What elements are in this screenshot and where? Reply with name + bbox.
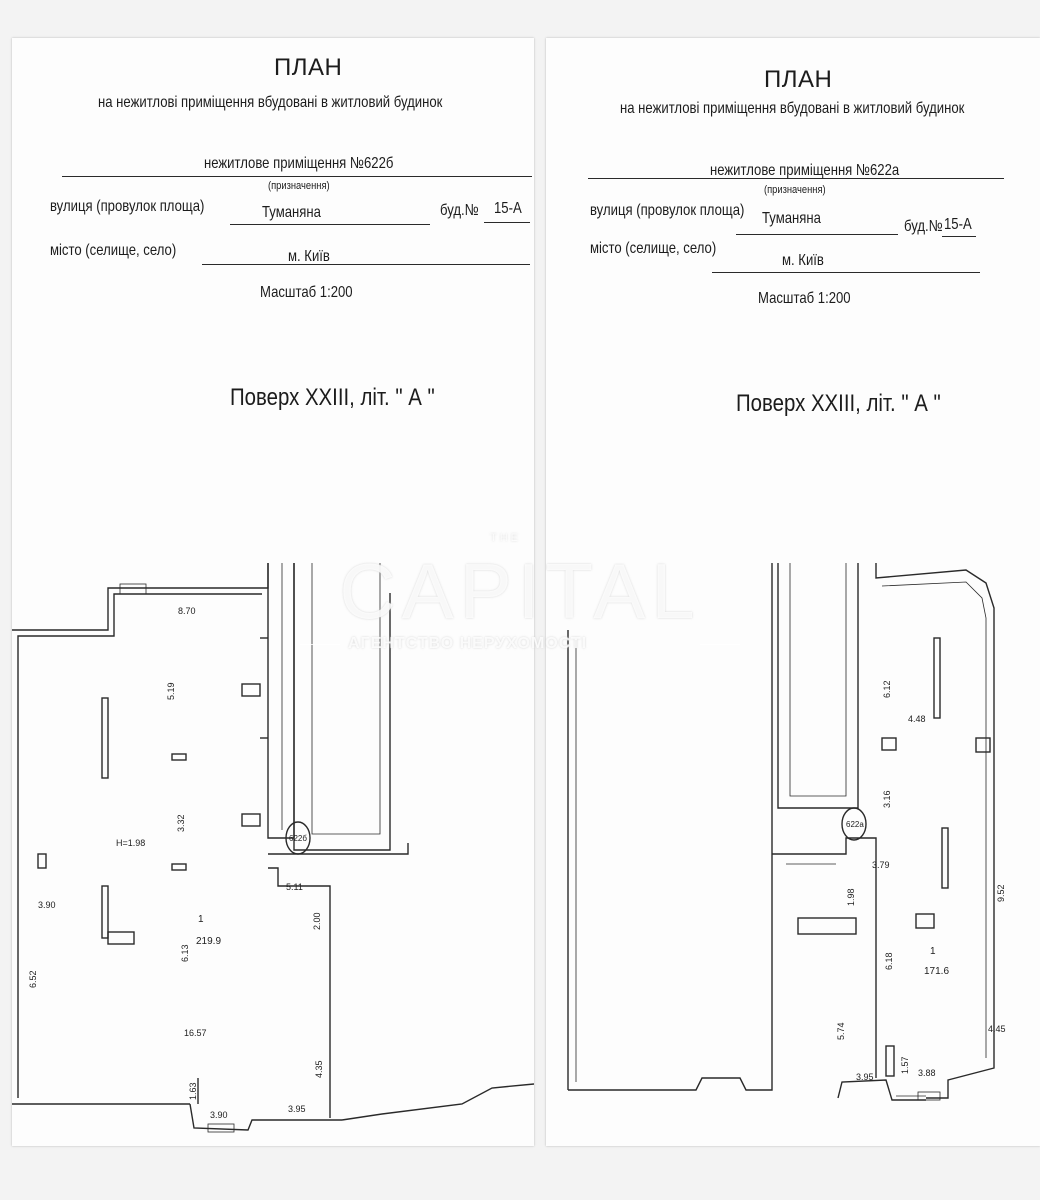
- street-underline: [736, 234, 898, 235]
- street-underline: [230, 224, 430, 225]
- room-number: 1: [930, 946, 936, 957]
- room-area: 219.9: [196, 936, 222, 947]
- city-value: м. Київ: [782, 252, 824, 269]
- dim-label: 3.95: [288, 1104, 306, 1114]
- building-label: буд.№: [904, 218, 943, 235]
- dim-label: 2.00: [312, 912, 322, 930]
- plan-subtitle: на нежитлові приміщення вбудовані в житл…: [98, 94, 443, 111]
- street-value: Туманяна: [762, 210, 821, 227]
- dim-label: 3.90: [210, 1110, 228, 1120]
- plan-title: ПЛАН: [274, 54, 343, 81]
- city-label: місто (селище, село): [590, 240, 717, 257]
- dim-label: 5.11: [286, 882, 303, 892]
- city-value: м. Київ: [288, 248, 330, 265]
- floor-plan-drawing: [12, 563, 534, 1133]
- dim-label: 6.18: [884, 952, 894, 970]
- premises-underline: [588, 178, 1004, 179]
- floor-label: Поверх XXIII, літ. " А ": [230, 384, 435, 411]
- purpose-note: (призначення): [764, 184, 826, 196]
- floor-label: Поверх XXIII, літ. " А ": [736, 390, 941, 417]
- dim-label: 16.57: [184, 1028, 207, 1038]
- floor-plan-sheet-622a: ПЛАН на нежитлові приміщення вбудовані в…: [546, 38, 1040, 1146]
- watermark-subtitle: АГЕНТСТВО НЕРУХОМОСТІ: [348, 635, 588, 652]
- city-label: місто (селище, село): [50, 242, 177, 259]
- watermark-rule: [700, 644, 740, 645]
- plan-subtitle: на нежитлові приміщення вбудовані в житл…: [620, 100, 965, 117]
- dim-label: 5.74: [836, 1022, 846, 1040]
- dim-label: 5.19: [166, 682, 176, 700]
- floor-plan-drawing: [567, 563, 995, 1101]
- city-underline: [202, 264, 530, 265]
- dim-label: 1.57: [900, 1056, 910, 1074]
- room-number: 1: [198, 914, 204, 925]
- dim-label: 9.52: [996, 884, 1006, 902]
- premises-underline: [62, 176, 532, 177]
- dim-label: 6.13: [180, 944, 190, 962]
- room-tag: 622а: [846, 820, 864, 829]
- dim-label: 1.63: [188, 1082, 198, 1100]
- street-label: вулиця (провулок площа): [50, 198, 205, 215]
- plan-scale: Масштаб 1:200: [758, 290, 851, 307]
- building-label: буд.№: [440, 202, 479, 219]
- room-tag: 622б: [289, 834, 307, 843]
- premises-name: нежитлове приміщення №622а: [710, 162, 900, 179]
- dim-label: 4.45: [988, 1024, 1006, 1034]
- building-underline: [484, 222, 530, 223]
- dim-label: 4.48: [908, 714, 926, 724]
- watermark-the: THE: [490, 532, 521, 544]
- premises-name: нежитлове приміщення №622б: [204, 155, 394, 172]
- street-value: Туманяна: [262, 204, 321, 221]
- plan-title: ПЛАН: [764, 66, 833, 93]
- building-value: 15-А: [944, 216, 972, 233]
- building-value: 15-А: [494, 200, 522, 217]
- height-note: Н=1.98: [116, 838, 146, 848]
- dim-label: 3.95: [856, 1072, 874, 1082]
- watermark-rule: [300, 644, 340, 645]
- purpose-note: (призначення): [268, 180, 330, 192]
- agency-watermark: THE CAPITAL АГЕНТСТВО НЕРУХОМОСТІ: [300, 532, 740, 662]
- building-underline: [942, 236, 976, 237]
- dim-label: 6.12: [882, 680, 892, 698]
- dim-label: 3.79: [872, 860, 890, 870]
- watermark-brand: CAPITAL: [339, 547, 701, 635]
- dim-label: 3.90: [38, 900, 56, 910]
- room-area: 171.6: [924, 966, 950, 977]
- dim-label: 3.16: [882, 790, 892, 808]
- dim-label: 1.98: [846, 888, 856, 906]
- city-underline: [712, 272, 980, 273]
- dim-label: 3.32: [176, 814, 186, 832]
- dim-label: 4.35: [314, 1060, 324, 1078]
- plan-scale: Масштаб 1:200: [260, 284, 353, 301]
- dim-label: 3.88: [918, 1068, 936, 1078]
- dim-label: 6.52: [28, 970, 38, 988]
- street-label: вулиця (провулок площа): [590, 202, 745, 219]
- floor-plan-sheet-622b: ПЛАН на нежитлові приміщення вбудовані в…: [12, 38, 534, 1146]
- dim-label: 8.70: [178, 606, 196, 616]
